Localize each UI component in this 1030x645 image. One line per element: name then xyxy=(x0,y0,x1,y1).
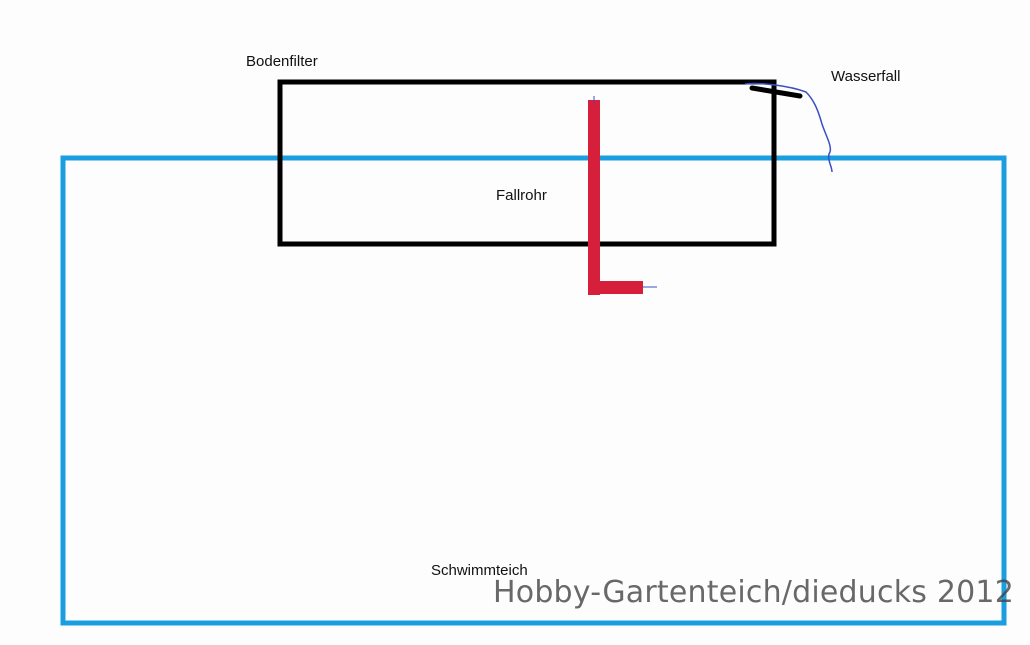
waterfall-stream xyxy=(744,82,833,173)
waterfall-lip xyxy=(749,85,803,99)
pipe-label: Fallrohr xyxy=(496,187,547,204)
pond-outline xyxy=(60,155,1007,626)
filter-outline xyxy=(277,79,777,247)
downpipe-horizontal xyxy=(588,281,643,294)
waterfall-label: Wasserfall xyxy=(831,68,901,85)
watermark-text: Hobby-Gartenteich/dieducks 2012 xyxy=(493,575,1014,610)
pond-label: Schwimmteich xyxy=(431,562,528,579)
filter-label: Bodenfilter xyxy=(246,53,318,70)
downpipe-vertical xyxy=(588,100,600,295)
